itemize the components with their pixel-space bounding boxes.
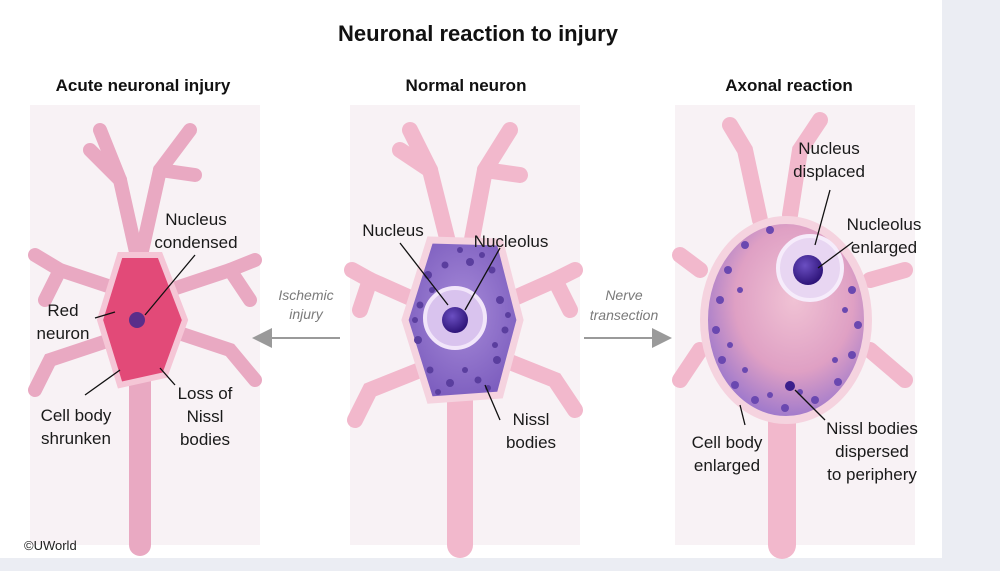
- ischemic-label-1: Ischemic: [278, 287, 333, 303]
- label-nissl-dispersed-1: Nissl bodies: [826, 419, 918, 438]
- label-cell-enlarged-2: enlarged: [694, 456, 760, 475]
- label-nucleus-condensed-1: Nucleus: [165, 210, 226, 229]
- label-nucleolus-enlarged-2: enlarged: [851, 238, 917, 257]
- acute-neuron: [28, 123, 262, 556]
- label-nucleus-displaced-2: displaced: [793, 162, 865, 181]
- nerve-label-1: Nerve: [605, 287, 643, 303]
- acute-nucleus: [129, 312, 145, 328]
- normal-nucleolus: [442, 307, 468, 333]
- label-nissl-dispersed-2: dispersed: [835, 442, 909, 461]
- nerve-label-2: transection: [590, 307, 659, 323]
- label-loss-nissl-3: bodies: [180, 430, 230, 449]
- label-nucleus-displaced-1: Nucleus: [798, 139, 859, 158]
- credit-text: ©UWorld: [24, 538, 77, 553]
- axonal-neuron: [672, 112, 913, 559]
- label-nucleolus-enlarged-1: Nucleolus: [847, 215, 922, 234]
- label-nucleus: Nucleus: [362, 221, 423, 240]
- label-loss-nissl-2: Nissl: [187, 407, 224, 426]
- normal-neuron: [344, 122, 583, 558]
- diagram-title: Neuronal reaction to injury: [338, 21, 619, 46]
- heading-axonal: Axonal reaction: [725, 76, 853, 95]
- heading-acute: Acute neuronal injury: [56, 76, 231, 95]
- label-cell-enlarged-1: Cell body: [692, 433, 763, 452]
- label-loss-nissl-1: Loss of: [178, 384, 233, 403]
- label-nissl-1: Nissl: [513, 410, 550, 429]
- label-red-neuron-2: neuron: [37, 324, 90, 343]
- label-nucleolus: Nucleolus: [474, 232, 549, 251]
- label-nissl-2: bodies: [506, 433, 556, 452]
- label-cell-shrunken-2: shrunken: [41, 429, 111, 448]
- label-nucleus-condensed-2: condensed: [154, 233, 237, 252]
- label-red-neuron-1: Red: [47, 301, 78, 320]
- heading-normal: Normal neuron: [406, 76, 527, 95]
- ischemic-label-2: injury: [289, 306, 323, 322]
- label-cell-shrunken-1: Cell body: [41, 406, 112, 425]
- label-nissl-dispersed-3: to periphery: [827, 465, 917, 484]
- axonal-nucleolus: [793, 255, 823, 285]
